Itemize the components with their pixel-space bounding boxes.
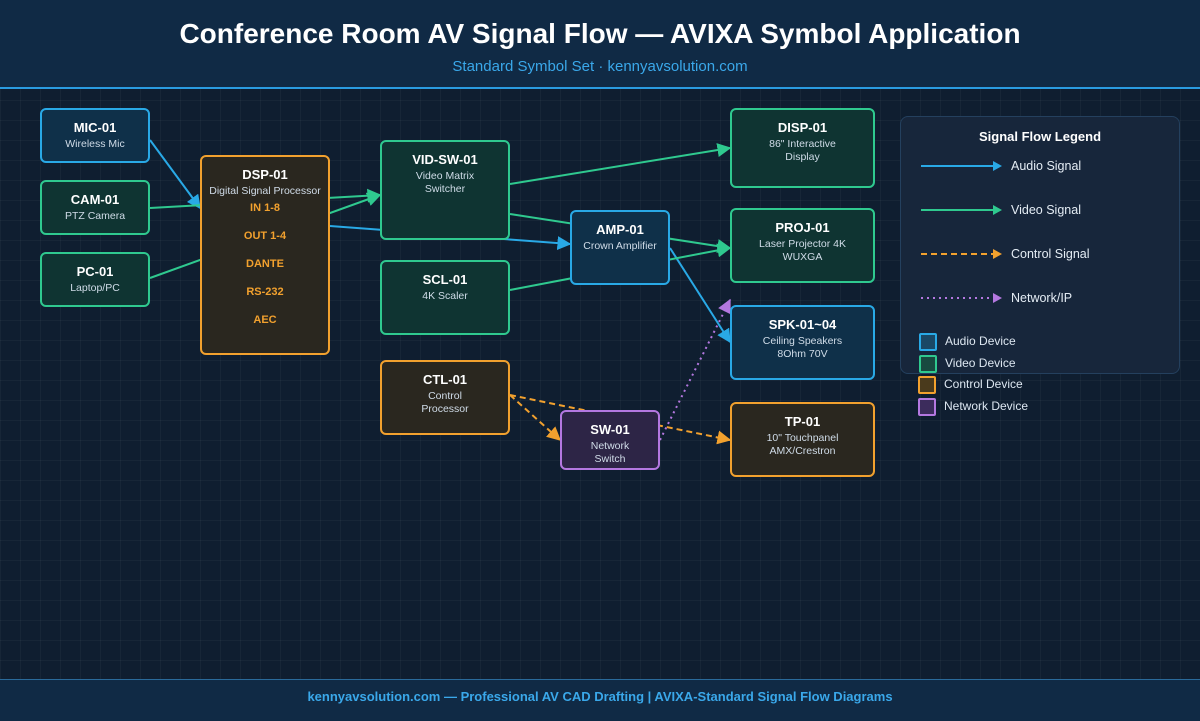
device-id: VID-SW-01 [412, 152, 478, 167]
page-subtitle: Standard Symbol Set · kennyavsolution.co… [452, 58, 748, 75]
video-link-vidsw-disp [509, 143, 732, 185]
device-description: Crown Amplifier [583, 240, 657, 252]
signal-flow-legend: Signal Flow Legend Audio Signal Video Si… [900, 116, 1180, 374]
device-proj-01[interactable]: PROJ-01 Laser Projector 4K WUXGA [730, 208, 875, 283]
control-link-ctl-sw [509, 394, 562, 441]
footer-text: kennyavsolution.com — Professional AV CA… [307, 689, 893, 704]
legend-device-label: Control Device [944, 377, 1023, 391]
device-ctl-01[interactable]: CTL-01 Control Processor [380, 360, 510, 435]
device-id: MIC-01 [73, 120, 117, 135]
legend-label: Video Signal [1011, 203, 1081, 217]
device-sw-01[interactable]: SW-01 Network Switch [560, 410, 660, 470]
device-description: Wireless Mic [65, 138, 125, 150]
legend-label: Audio Signal [1011, 159, 1082, 173]
legend-label: Control Signal [1011, 247, 1090, 261]
device-pc-01[interactable]: PC-01 Laptop/PC [40, 252, 150, 307]
device-vid-sw-01[interactable]: VID-SW-01 Video Matrix Switcher [380, 140, 510, 240]
legend-device-label: Audio Device [945, 334, 1016, 348]
video-line-icon [921, 205, 1002, 215]
control-device-swatch-icon [918, 376, 936, 394]
legend-label: Network/IP [1011, 291, 1073, 305]
network-device-swatch-icon [918, 398, 936, 416]
legend-audio-signal: Audio Signal [921, 157, 1171, 177]
device-dsp-01[interactable]: DSP-01 Digital Signal Processor IN 1-8 O… [200, 155, 330, 355]
device-id: SCL-01 [422, 272, 468, 287]
device-description: Video Matrix Switcher [415, 170, 475, 195]
device-scl-01[interactable]: SCL-01 4K Scaler [380, 260, 510, 335]
dsp-port-label: DANTE [246, 258, 284, 270]
device-description: PTZ Camera [64, 210, 126, 222]
dsp-port-list: IN 1-8 OUT 1-4 DANTE RS-232 AEC [202, 201, 328, 341]
device-id: SPK-01~04 [768, 317, 837, 332]
device-id: SW-01 [590, 422, 630, 437]
dsp-port-label: OUT 1-4 [243, 230, 287, 242]
device-description: Control Processor [421, 390, 469, 415]
device-description: Laptop/PC [70, 282, 120, 294]
device-id: PC-01 [76, 264, 114, 279]
page-title: Conference Room AV Signal Flow — AVIXA S… [179, 18, 1021, 49]
device-tp-01[interactable]: TP-01 10" Touchpanel AMX/Crestron [730, 402, 875, 477]
device-description: Network Switch [590, 440, 630, 465]
audio-link-amp-spk [669, 247, 731, 344]
video-device-swatch-icon [919, 355, 937, 373]
device-id: DISP-01 [777, 120, 828, 135]
control-line-icon [921, 249, 1002, 259]
legend-network-signal: Network/IP [921, 289, 1171, 309]
device-description: Laser Projector 4K WUXGA [759, 238, 846, 263]
legend-device-label: Video Device [945, 356, 1016, 370]
audio-line-icon [921, 161, 1002, 171]
legend-title: Signal Flow Legend [978, 129, 1102, 144]
audio-link-mic-dsp [149, 139, 201, 210]
device-description: Ceiling Speakers 8Ohm 70V [762, 335, 843, 360]
device-disp-01[interactable]: DISP-01 86" Interactive Display [730, 108, 875, 188]
device-cam-01[interactable]: CAM-01 PTZ Camera [40, 180, 150, 235]
page-footer: kennyavsolution.com — Professional AV CA… [0, 679, 1200, 721]
network-line-icon [921, 293, 1002, 303]
legend-video-signal: Video Signal [921, 201, 1171, 221]
dsp-port-label: AEC [253, 314, 277, 326]
audio-device-swatch-icon [919, 333, 937, 351]
device-id: AMP-01 [596, 222, 644, 237]
device-id: PROJ-01 [775, 220, 830, 235]
device-id: CTL-01 [422, 372, 468, 387]
dsp-port-label: RS-232 [246, 286, 284, 298]
device-id: TP-01 [784, 414, 821, 429]
device-description: 10" Touchpanel AMX/Crestron [766, 432, 839, 457]
device-description: 86" Interactive Display [769, 138, 836, 163]
dsp-port-label: IN 1-8 [250, 202, 280, 214]
device-mic-01[interactable]: MIC-01 Wireless Mic [40, 108, 150, 163]
device-description: 4K Scaler [422, 290, 468, 302]
device-amp-01[interactable]: AMP-01 Crown Amplifier [570, 210, 670, 285]
device-description: Digital Signal Processor [209, 185, 321, 197]
page-header: Conference Room AV Signal Flow — AVIXA S… [0, 0, 1200, 89]
legend-device-label: Network Device [944, 399, 1029, 413]
network-link-sw-spk [659, 298, 731, 441]
device-id: CAM-01 [70, 192, 120, 207]
device-spk-01-04[interactable]: SPK-01~04 Ceiling Speakers 8Ohm 70V [730, 305, 875, 380]
device-id: DSP-01 [242, 167, 288, 182]
legend-control-signal: Control Signal [921, 245, 1171, 265]
